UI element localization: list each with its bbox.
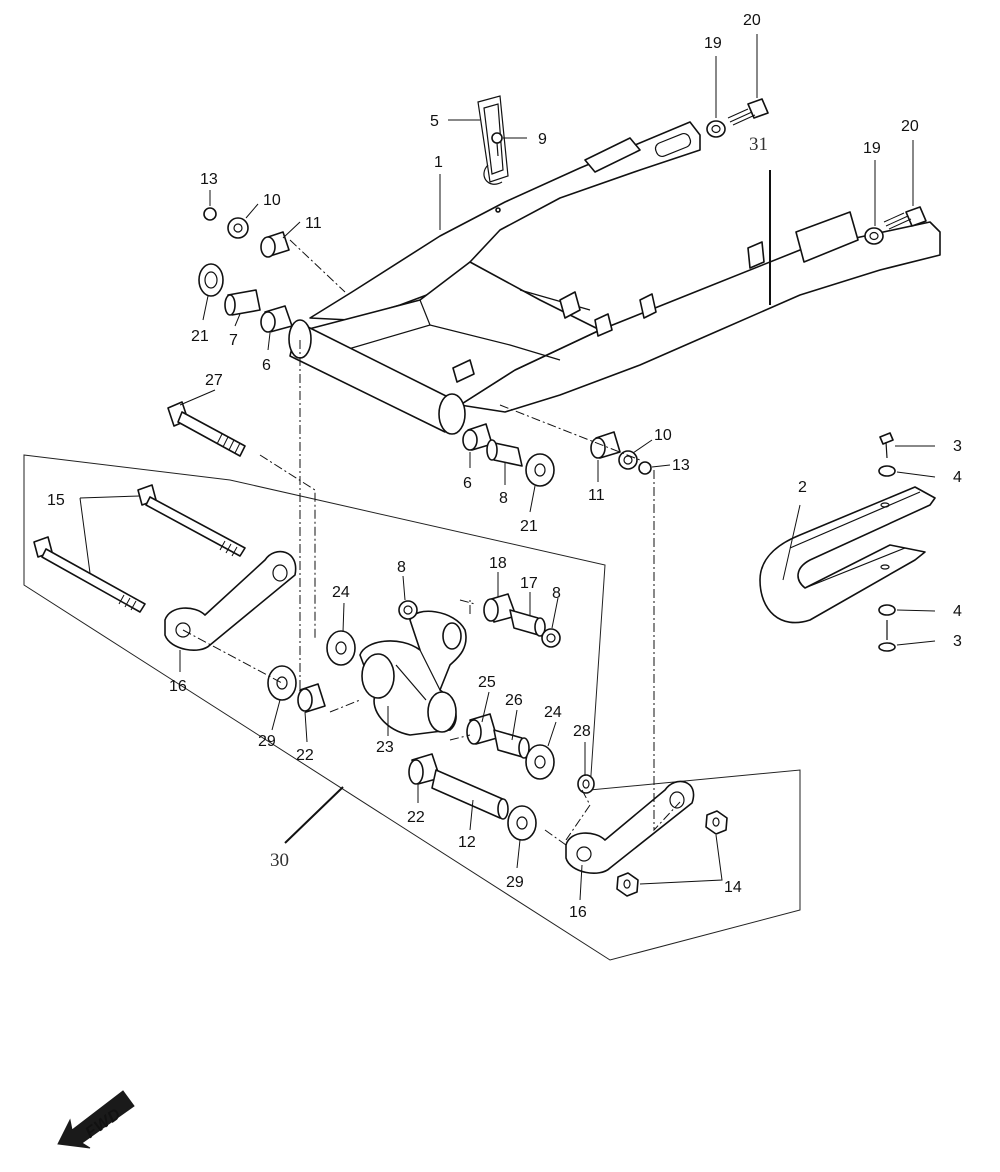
callout-8-rocker-right: 8 [552, 585, 561, 602]
callout-15: 15 [47, 492, 65, 509]
nut-28-hole [582, 779, 590, 789]
swingarm [288, 121, 941, 435]
callout-8-right: 8 [499, 490, 508, 507]
callout-12: 12 [458, 834, 476, 851]
callout-10-right: 10 [654, 427, 672, 444]
callout-11-left: 11 [305, 215, 322, 232]
callout-13-left: 13 [200, 171, 218, 188]
callout-19-lower: 19 [863, 140, 881, 157]
callout-29-right: 29 [506, 874, 524, 891]
callout-3-lower: 3 [953, 633, 962, 650]
callout-21-left: 21 [191, 328, 209, 345]
callout-4-upper: 4 [953, 469, 962, 486]
callout-9: 9 [538, 131, 547, 148]
callout-25: 25 [478, 674, 496, 691]
callout-2: 2 [798, 479, 807, 496]
pivot-hardware-left [198, 207, 293, 333]
callout-21-right: 21 [520, 518, 538, 535]
callout-28: 28 [573, 723, 591, 740]
callout-3-upper: 3 [953, 438, 962, 455]
callout-4-lower: 4 [953, 603, 962, 620]
leader-lines [79, 34, 936, 901]
linkage-collars-left [267, 665, 326, 713]
nut-28 [577, 774, 595, 794]
callout-8-rocker-left: 8 [397, 559, 406, 576]
tie-rod-plate-right [565, 780, 728, 897]
callout-22-right: 22 [407, 809, 425, 826]
callout-7: 7 [229, 332, 238, 349]
tie-rod-plate-left [164, 550, 297, 651]
callout-5: 5 [430, 113, 439, 130]
forward-direction-arrow: FWD [57, 1090, 135, 1149]
callout-11-right: 11 [588, 487, 605, 504]
callout-27: 27 [205, 372, 223, 389]
callout-14: 14 [724, 879, 742, 896]
adjuster-bolt-upper [706, 98, 769, 138]
callout-30: 30 [270, 850, 289, 871]
callout-19-upper: 19 [704, 35, 722, 52]
callout-10-left: 10 [263, 192, 281, 209]
callout-labels: 1 2 3 3 4 4 5 6 6 7 8 8 8 9 10 10 11 11 … [47, 12, 962, 921]
rocker-arm [359, 610, 467, 736]
rocker-hardware [326, 593, 561, 666]
callout-20-lower: 20 [901, 118, 919, 135]
callout-22-left: 22 [296, 747, 314, 764]
callout-20-upper: 20 [743, 12, 761, 29]
arrow-icon [57, 1090, 135, 1149]
callout-24-lower: 24 [544, 704, 562, 721]
callout-1: 1 [434, 154, 443, 171]
rocker-lower-hardware [466, 713, 555, 780]
callout-13-right: 13 [672, 457, 690, 474]
pivot-bolt [167, 401, 246, 457]
callout-6-right: 6 [463, 475, 472, 492]
callout-18: 18 [489, 555, 507, 572]
callout-26: 26 [505, 692, 523, 709]
linkage-group-frame [23, 454, 801, 961]
callout-17: 17 [520, 575, 538, 592]
callout-16-left: 16 [169, 678, 187, 695]
adjuster-bolt-lower [864, 206, 927, 245]
chain-slider [759, 432, 936, 652]
callout-29-left: 29 [258, 733, 276, 750]
pivot-hardware-right [462, 423, 652, 487]
callout-6-left: 6 [262, 357, 271, 374]
callout-23: 23 [376, 739, 394, 756]
callout-16-right: 16 [569, 904, 587, 921]
callout-24-upper: 24 [332, 584, 350, 601]
callout-31: 31 [749, 134, 768, 155]
tie-rod-bolts [33, 484, 246, 613]
chain-guide-hook [477, 95, 509, 213]
assembly-center-lines [182, 239, 681, 846]
linkage-shaft [408, 753, 537, 841]
